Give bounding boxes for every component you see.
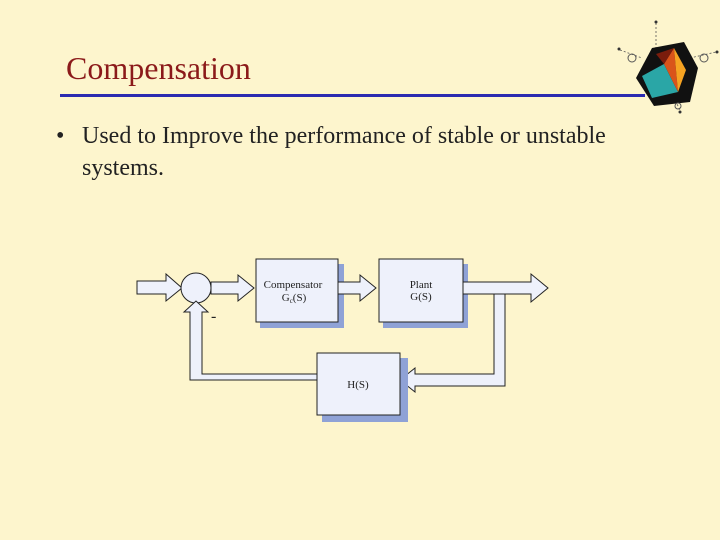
output-arrow [462,272,549,304]
compensator-tf-main: G [282,292,290,304]
plant-block [378,258,464,323]
input-arrow [136,272,183,303]
slide-title: Compensation [66,50,251,86]
sum-to-compensator-arrow [210,273,255,303]
compensator-to-plant-arrow [337,273,377,303]
matlab-logo-icon [617,20,719,114]
feedback-to-sum-path [182,300,318,381]
compensator-tf-arg: (S) [293,292,307,304]
bullet-dot-icon: • [56,123,65,149]
bullet-item: • Used to Improve the performance of sta… [56,120,686,184]
plant-label: Plant [410,279,433,291]
bullet-text: Used to Improve the performance of stabl… [82,123,606,181]
plant-tf: G(S) [410,291,432,303]
compensator-block [255,258,339,323]
title-underline [60,94,645,97]
feedback-tf: H(S) [347,379,369,391]
feedback-block [316,352,401,416]
summing-junction [180,272,212,304]
sum-minus-sign: - [211,308,216,325]
compensator-tf: Gc(S) [282,292,307,305]
compensator-tf-sub: c [290,297,293,305]
compensator-label: Compensator [264,279,323,291]
